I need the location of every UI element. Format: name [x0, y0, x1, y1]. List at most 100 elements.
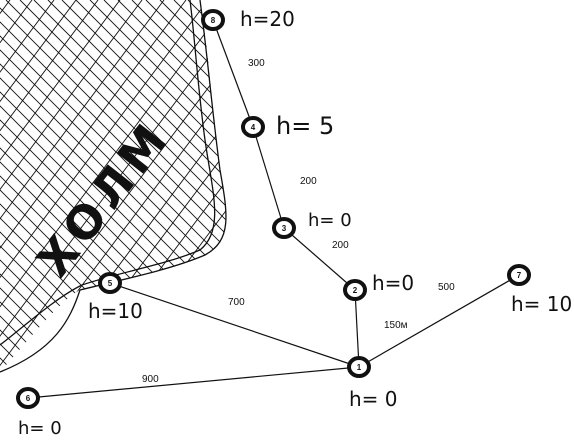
hatch-line-a [454, 0, 574, 400]
hatch-line-a [230, 0, 574, 400]
hatch-line-a [187, 0, 226, 372]
hatch-line-a [0, 0, 226, 372]
hatch-line-a [0, 0, 226, 372]
hatch-line-a [272, 0, 574, 400]
hatch-line-a [342, 0, 574, 400]
hatch-line-a [117, 0, 226, 372]
hatch-line-b [0, 0, 226, 372]
hatch-line-a [384, 0, 574, 400]
node-circle-6 [16, 387, 40, 409]
hatch-line-a [0, 0, 226, 372]
hatch-line-b [436, 0, 574, 400]
hatch-line-b [0, 0, 99, 372]
hatch-line-b [171, 0, 226, 372]
hatch-line-a [75, 0, 226, 372]
hatch-line-b [0, 0, 226, 372]
hatch-line-b [414, 0, 574, 400]
node-circle-8 [201, 9, 225, 31]
node-circle-4 [241, 116, 265, 138]
node-circle-7 [507, 264, 531, 286]
hatch-line-b [326, 0, 574, 400]
node-number-4: 4 [251, 123, 256, 132]
edge-5-1 [109, 282, 360, 368]
node-number-7: 7 [517, 271, 522, 280]
hatch-line-b [370, 0, 574, 400]
edge-8-4 [212, 19, 254, 128]
hatch-line-a [0, 0, 226, 372]
edge-6-1 [27, 366, 360, 399]
hatch-line-a [33, 0, 226, 372]
hatch-line-a [286, 0, 574, 400]
hatch-line-a [496, 0, 574, 400]
node-number-2: 2 [353, 286, 358, 295]
hatch-line-a [314, 0, 574, 400]
hatch-line-a [468, 0, 574, 400]
node-height-1: h= 0 [349, 387, 398, 411]
node-height-5: h=10 [88, 299, 143, 323]
hatch-line-b [0, 0, 187, 372]
edge-label-4-3: 200 [300, 176, 317, 187]
hatch-line-a [5, 0, 226, 372]
hatch-line-b [0, 0, 121, 372]
node-circle-2 [343, 279, 367, 301]
hatch-line-a [47, 0, 226, 372]
hatch-line-a [0, 0, 226, 372]
edge-4-3 [252, 126, 285, 229]
hatch-line-a [440, 0, 574, 400]
hatch-line-a [0, 0, 226, 372]
hatch-line-a [538, 0, 574, 400]
hatch-line-a [0, 0, 99, 372]
hatch-line-b [304, 0, 574, 400]
hatch-line-a [19, 0, 226, 372]
hatch-line-b [238, 0, 538, 400]
hatch-line-a [370, 0, 574, 400]
edge-label-1-7: 500 [438, 282, 455, 293]
node-height-3: h= 0 [308, 210, 352, 231]
node-5: 5 h=10 [88, 272, 143, 323]
node-height-6: h= 0 [18, 418, 62, 439]
hatch-line-b [0, 0, 226, 372]
edge-label-3-2: 200 [332, 240, 349, 251]
hatch-line-a [0, 0, 226, 372]
hatch-line-a [552, 0, 574, 400]
hatch-line-b [502, 0, 574, 400]
hatch-line-b [0, 0, 77, 372]
hatch-line-a [0, 0, 226, 372]
node-number-5: 5 [108, 279, 113, 288]
hatch-line-b [568, 0, 574, 400]
hatch-line-a [0, 0, 85, 372]
hatch-line-b [0, 0, 33, 372]
edge-1-7 [358, 274, 520, 368]
node-height-7: h= 10 [511, 292, 572, 316]
hatch-line-a [61, 0, 226, 372]
hatch-line-a [0, 0, 226, 372]
node-1: 1h= 0 [347, 356, 398, 411]
node-6: 6h= 0 [16, 387, 62, 439]
node-circle-5 [98, 272, 122, 294]
hatch-line-a [103, 0, 226, 372]
hatch-line-b [0, 0, 165, 372]
hatch-line-b [0, 0, 143, 372]
hatch-line-b [392, 0, 574, 400]
hatch-line-a [412, 0, 574, 400]
hatch-line-b [193, 0, 226, 372]
hatch-line-a [89, 0, 226, 372]
node-circle-1 [347, 356, 371, 378]
hatch-line-a [0, 0, 57, 372]
edge-label-8-4: 300 [248, 58, 265, 69]
hatch-line-a [131, 0, 226, 372]
hill-label: ХОЛМ [26, 110, 181, 287]
node-number-8: 8 [211, 16, 216, 25]
hatch-line-a [0, 0, 71, 372]
hill-inner-contour [0, 0, 227, 373]
edge-2-1 [355, 290, 359, 367]
hatch-line-a [300, 0, 574, 400]
hatch-line-a [215, 0, 226, 372]
hill-region: ХОЛМ [0, 0, 574, 400]
edge-label-6-1: 900 [142, 374, 159, 385]
hatch-line-a [258, 0, 574, 400]
hatch-line-a [356, 0, 574, 400]
